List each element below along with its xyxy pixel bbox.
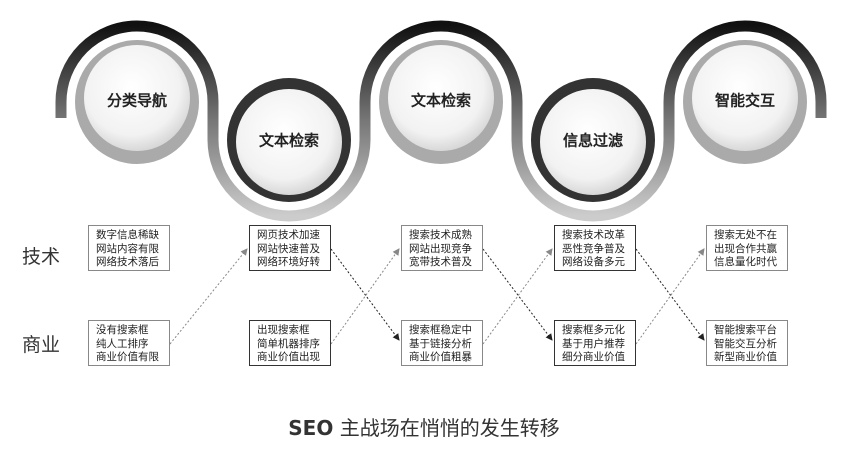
tech-box: 数字信息稀缺网站内容有限网络技术落后 — [88, 225, 170, 271]
wave-ribbon — [55, 20, 827, 222]
arrow-up — [482, 248, 553, 345]
box-line: 搜索框稳定中 — [409, 324, 472, 336]
box-line: 智能交互分析 — [714, 337, 777, 350]
box-line: 网站内容有限 — [96, 242, 159, 255]
box-line: 数字信息稀缺 — [96, 229, 159, 241]
business-box: 没有搜索框纯人工排序商业价值有限 — [88, 320, 170, 366]
box-line: 网络环境好转 — [257, 256, 320, 268]
box-line: 搜索技术成熟 — [409, 229, 472, 241]
box-line: 搜索无处不在 — [714, 229, 777, 241]
arrow-up — [330, 248, 400, 345]
business-box: 搜索框稳定中基于链接分析商业价值粗暴 — [401, 320, 483, 366]
wave-path — [55, 20, 827, 222]
title-bold: SEO — [288, 416, 334, 440]
title-rest: 主战场在悄悄的发生转移 — [333, 416, 560, 440]
business-box: 出现搜索框简单机器排序商业价值出现 — [249, 320, 331, 366]
stage-label: 分类导航 — [106, 91, 167, 110]
box-line: 出现合作共赢 — [714, 242, 777, 255]
box-line: 简单机器排序 — [257, 337, 320, 350]
stage-label: 文本检索 — [258, 131, 319, 150]
stage-label: 信息过滤 — [562, 131, 623, 150]
tech-box: 搜索技术成熟网站出现竞争宽带技术普及 — [401, 225, 483, 271]
tech-box: 搜索技术改革恶性竞争普及网络设备多元 — [554, 225, 636, 271]
box-line: 商业价值粗暴 — [409, 351, 472, 363]
diagram-title: SEO 主战场在悄悄的发生转移 — [0, 412, 848, 441]
arrow-up — [169, 248, 248, 345]
arrow-down — [482, 248, 553, 341]
box-line: 纯人工排序 — [96, 337, 149, 350]
box-line: 商业价值出现 — [257, 351, 320, 363]
arrow-up — [635, 248, 705, 345]
box-line: 商业价值有限 — [96, 351, 159, 363]
arrow-down — [330, 248, 400, 341]
box-line: 出现搜索框 — [257, 324, 310, 336]
box-line: 宽带技术普及 — [409, 256, 472, 268]
box-line: 网页技术加速 — [257, 229, 320, 241]
business-box: 搜索框多元化基于用户推荐细分商业价值 — [554, 320, 636, 366]
tech-box: 网页技术加速网站快速普及网络环境好转 — [249, 225, 331, 271]
arrow-down — [635, 248, 705, 341]
box-line: 网络技术落后 — [96, 256, 159, 268]
box-line: 搜索技术改革 — [562, 229, 625, 241]
circle-disc — [84, 45, 190, 151]
stage-label: 文本检索 — [410, 91, 471, 110]
box-line: 基于链接分析 — [409, 337, 472, 350]
tech-box: 搜索无处不在出现合作共赢信息量化时代 — [706, 225, 788, 271]
box-line: 信息量化时代 — [714, 256, 777, 268]
box-line: 网络设备多元 — [562, 256, 625, 268]
box-line: 搜索框多元化 — [562, 324, 625, 336]
box-line: 智能搜索平台 — [714, 324, 777, 336]
box-line: 网站快速普及 — [257, 242, 320, 255]
box-line: 没有搜索框 — [96, 324, 149, 336]
box-line: 恶性竞争普及 — [562, 242, 625, 255]
circle-disc — [236, 89, 342, 195]
box-line: 基于用户推荐 — [562, 337, 625, 350]
circle-disc — [692, 45, 798, 151]
circle-disc — [540, 89, 646, 195]
business-box: 智能搜索平台智能交互分析新型商业价值 — [706, 320, 788, 366]
circle-disc — [388, 45, 494, 151]
stage-label: 智能交互 — [714, 91, 775, 110]
box-line: 新型商业价值 — [714, 351, 777, 363]
row-label-tech: 技术 — [22, 246, 61, 268]
row-label-business: 商业 — [22, 334, 61, 356]
box-line: 网站出现竞争 — [409, 242, 472, 255]
box-line: 细分商业价值 — [562, 351, 625, 363]
connector-arrows — [169, 248, 705, 345]
